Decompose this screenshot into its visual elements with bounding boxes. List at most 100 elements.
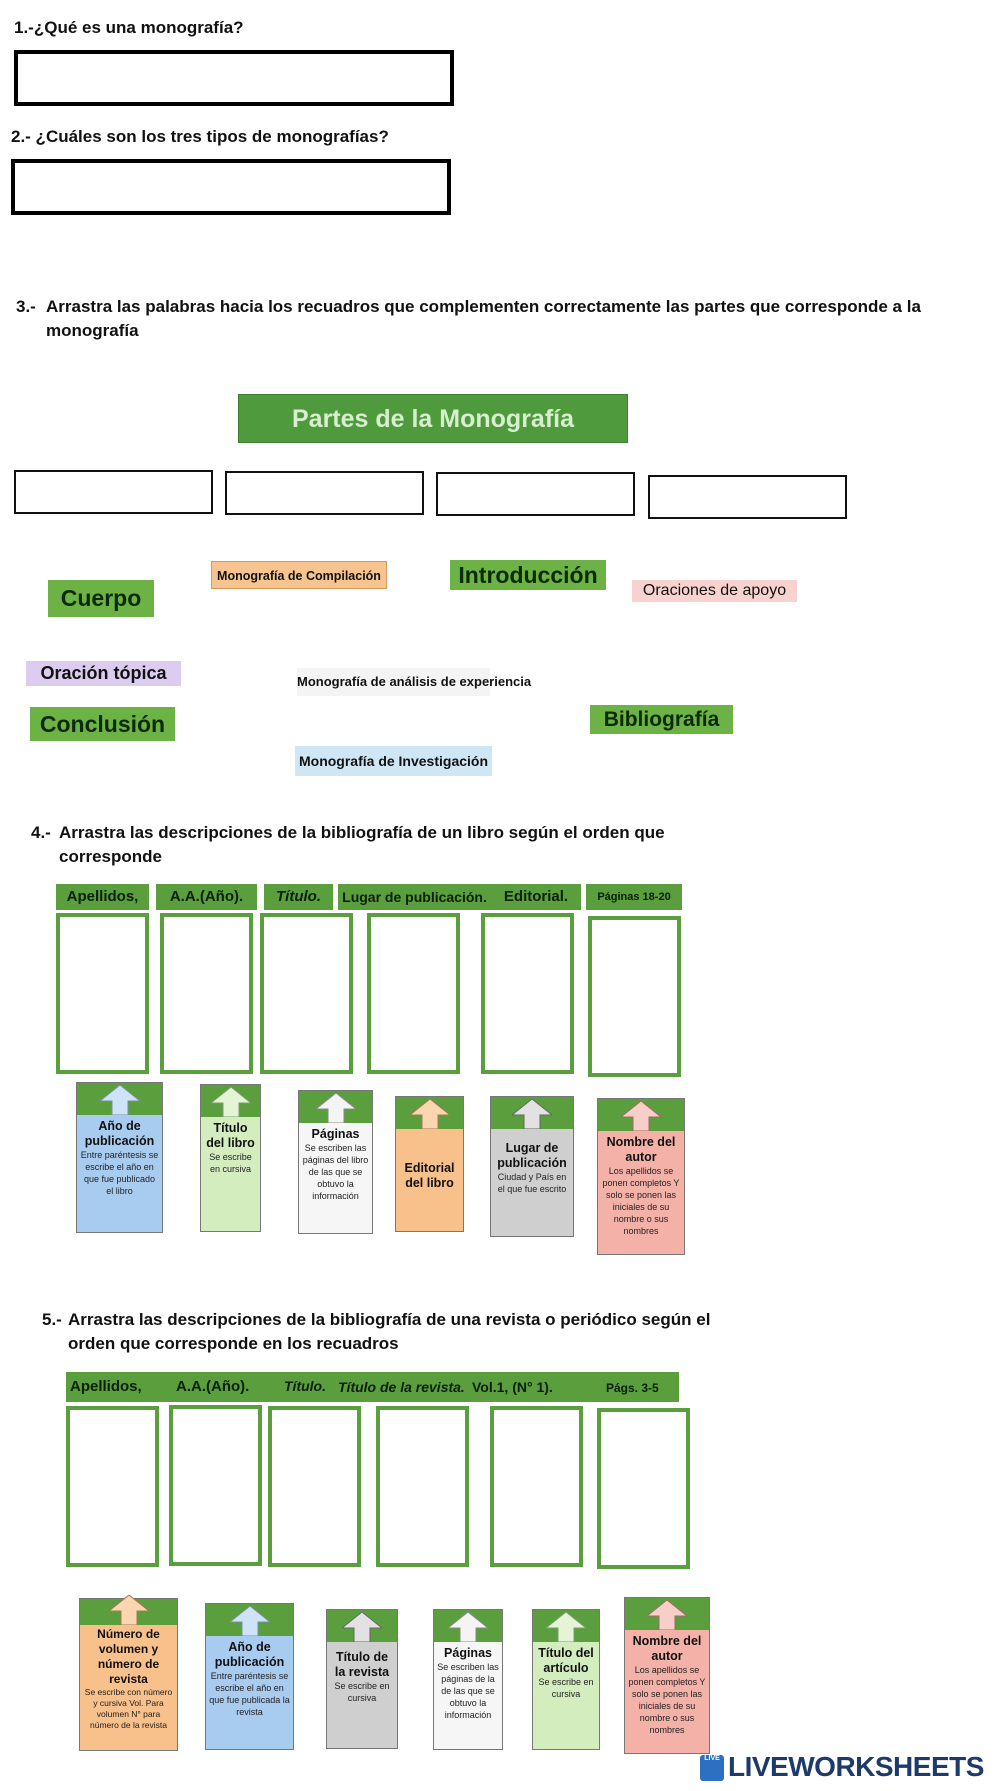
magazine-card-articulo-desc: Se escribe en cursiva <box>538 1677 594 1699</box>
question-4-line2: corresponde <box>59 847 162 866</box>
magazine-header-paginas: Págs. 3-5 <box>606 1381 659 1395</box>
arrow-up-icon <box>108 1595 149 1625</box>
question-4-text: Arrastra las descripciones de la bibliog… <box>59 821 759 869</box>
magazine-card-autor[interactable]: Nombre del autor Los apellidos se ponen … <box>624 1597 710 1754</box>
drop-box-part-4[interactable] <box>648 475 847 519</box>
word-chip-investigacion[interactable]: Monografía de Investigación <box>295 746 492 776</box>
book-card-lugar-title: Lugar de publicación <box>497 1141 567 1170</box>
question-5-line1: Arrastra las descripciones de la bibliog… <box>68 1310 711 1329</box>
word-chip-bibliografia[interactable]: Bibliografía <box>590 705 733 734</box>
question-5-number: 5.- <box>42 1310 62 1329</box>
magazine-card-paginas[interactable]: Páginas Se escriben las páginas de la de… <box>433 1609 503 1750</box>
arrow-up-icon <box>342 1612 382 1642</box>
word-chip-conclusion[interactable]: Conclusión <box>30 707 175 741</box>
book-card-editorial[interactable]: Editorial del libro <box>395 1096 464 1232</box>
magazine-card-revista-desc: Se escribe en cursiva <box>334 1681 390 1703</box>
magazine-card-anio-desc: Entre paréntesis se escribe el año en qu… <box>209 1671 290 1717</box>
book-card-paginas[interactable]: Páginas Se escriben las páginas del libr… <box>298 1090 373 1234</box>
magazine-card-anio[interactable]: Año de publicación Entre paréntesis se e… <box>205 1603 294 1750</box>
liveworksheets-logo: LIVE LIVEWORKSHEETS <box>700 1751 996 1785</box>
logo-text: LIVEWORKSHEETS <box>728 1751 984 1782</box>
parts-banner: Partes de la Monografía <box>238 394 628 443</box>
word-chip-cuerpo[interactable]: Cuerpo <box>48 580 154 617</box>
magazine-card-paginas-desc: Se escriben las páginas de la de las que… <box>437 1662 499 1720</box>
book-drop-box-2[interactable] <box>160 913 253 1074</box>
question-4-line1: Arrastra las descripciones de la bibliog… <box>59 823 665 842</box>
book-card-anio[interactable]: Año de publicación Entre paréntesis se e… <box>76 1082 163 1233</box>
book-header-anio: A.A.(Año). <box>156 884 257 910</box>
question-4-number: 4.- <box>31 823 51 842</box>
magazine-drop-box-6[interactable] <box>597 1408 690 1569</box>
book-card-lugar[interactable]: Lugar de publicación Ciudad y País en el… <box>490 1096 574 1237</box>
magazine-header-titulo: Título. <box>284 1378 326 1394</box>
word-chip-oracion-topica[interactable]: Oración tópica <box>26 661 181 686</box>
book-drop-box-3[interactable] <box>260 913 353 1074</box>
magazine-card-volumen-title: Número de volumen y número de revista <box>97 1627 160 1686</box>
book-drop-box-5[interactable] <box>481 913 574 1074</box>
magazine-card-autor-title: Nombre del autor <box>632 1634 702 1663</box>
arrow-up-icon <box>409 1099 450 1129</box>
word-chip-analisis[interactable]: Monografía de análisis de experiencia <box>297 668 531 696</box>
magazine-header-anio: A.A.(Año). <box>176 1378 250 1395</box>
book-drop-box-6[interactable] <box>588 916 681 1077</box>
book-header-titulo: Título. <box>264 884 333 910</box>
arrow-up-icon <box>512 1099 552 1129</box>
book-card-titulo[interactable]: Título del libro Se escribe en cursiva <box>200 1084 261 1232</box>
magazine-card-revista[interactable]: Título de la revista Se escribe en cursi… <box>326 1609 398 1749</box>
magazine-drop-box-1[interactable] <box>66 1406 159 1567</box>
magazine-drop-box-5[interactable] <box>490 1406 583 1567</box>
arrow-up-icon <box>546 1612 586 1642</box>
question-2-text: 2.- ¿Cuáles son los tres tipos de monogr… <box>11 127 389 146</box>
magazine-card-articulo-title: Título del artículo <box>538 1646 594 1675</box>
magazine-card-volumen[interactable]: Número de volumen y número de revista Se… <box>79 1595 178 1751</box>
book-header-apellidos: Apellidos, <box>56 884 149 910</box>
arrow-up-icon <box>315 1093 356 1123</box>
word-chip-compilacion[interactable]: Monografía de Compilación <box>211 561 387 589</box>
book-card-autor-title: Nombre del autor <box>606 1135 676 1164</box>
drop-box-part-3[interactable] <box>436 472 635 516</box>
question-1-text: 1.-¿Qué es una monografía? <box>14 18 244 37</box>
magazine-card-articulo[interactable]: Título del artículo Se escribe en cursiv… <box>532 1609 600 1750</box>
book-card-titulo-title: Título del libro <box>206 1121 255 1150</box>
question-3-text: Arrastra las palabras hacia los recuadro… <box>46 295 946 343</box>
word-chip-introduccion[interactable]: Introducción <box>450 560 606 590</box>
magazine-card-volumen-desc: Se escribe con número y cursiva Vol. Par… <box>84 1687 173 1730</box>
answer-field-1[interactable] <box>14 50 454 106</box>
arrow-up-icon <box>448 1612 488 1642</box>
magazine-card-paginas-title: Páginas <box>444 1646 492 1660</box>
book-card-titulo-desc: Se escribe en cursiva <box>209 1152 252 1174</box>
question-5-line2: orden que corresponde en los recuadros <box>68 1334 399 1353</box>
book-card-anio-desc: Entre paréntesis se escribe el año en qu… <box>80 1150 159 1196</box>
magazine-card-autor-desc: Los apellidos se ponen completos Y solo … <box>628 1665 706 1735</box>
magazine-header-vol: Vol.1, (N° 1). <box>472 1379 553 1395</box>
question-3-number: 3.- <box>16 297 36 316</box>
question-3-line2: monografía <box>46 321 139 340</box>
drop-box-part-1[interactable] <box>14 470 213 514</box>
book-card-autor-desc: Los apellidos se ponen completos Y solo … <box>602 1166 680 1236</box>
book-drop-box-1[interactable] <box>56 913 149 1074</box>
book-card-paginas-title: Páginas <box>311 1127 360 1141</box>
book-card-lugar-desc: Ciudad y País en el que fue escrito <box>497 1172 567 1194</box>
arrow-up-icon <box>210 1087 251 1117</box>
book-drop-box-4[interactable] <box>367 913 460 1074</box>
book-header-paginas: Páginas 18-20 <box>586 884 682 910</box>
magazine-header-bar: Apellidos, A.A.(Año). Título. Título de … <box>66 1372 679 1402</box>
arrow-up-icon <box>229 1606 270 1636</box>
magazine-drop-box-4[interactable] <box>376 1406 469 1567</box>
book-card-editorial-title: Editorial del libro <box>404 1161 455 1190</box>
word-chip-oraciones-apoyo[interactable]: Oraciones de apoyo <box>632 580 797 602</box>
book-header-lugar: Lugar de publicación. <box>338 884 491 910</box>
book-card-autor[interactable]: Nombre del autor Los apellidos se ponen … <box>597 1098 685 1255</box>
logo-mark-icon: LIVE <box>700 1755 724 1781</box>
magazine-drop-box-2[interactable] <box>169 1405 262 1566</box>
arrow-up-icon <box>621 1101 661 1131</box>
magazine-card-anio-title: Año de publicación <box>214 1640 285 1669</box>
answer-field-2[interactable] <box>11 159 451 215</box>
magazine-header-revista: Título de la revista. <box>338 1379 465 1395</box>
drop-box-part-2[interactable] <box>225 471 424 515</box>
arrow-up-icon <box>99 1085 140 1115</box>
magazine-drop-box-3[interactable] <box>268 1406 361 1567</box>
book-card-paginas-desc: Se escriben las páginas del libro de las… <box>302 1143 369 1201</box>
question-3-line1: Arrastra las palabras hacia los recuadro… <box>46 297 921 316</box>
magazine-card-revista-title: Título de la revista <box>334 1650 390 1679</box>
